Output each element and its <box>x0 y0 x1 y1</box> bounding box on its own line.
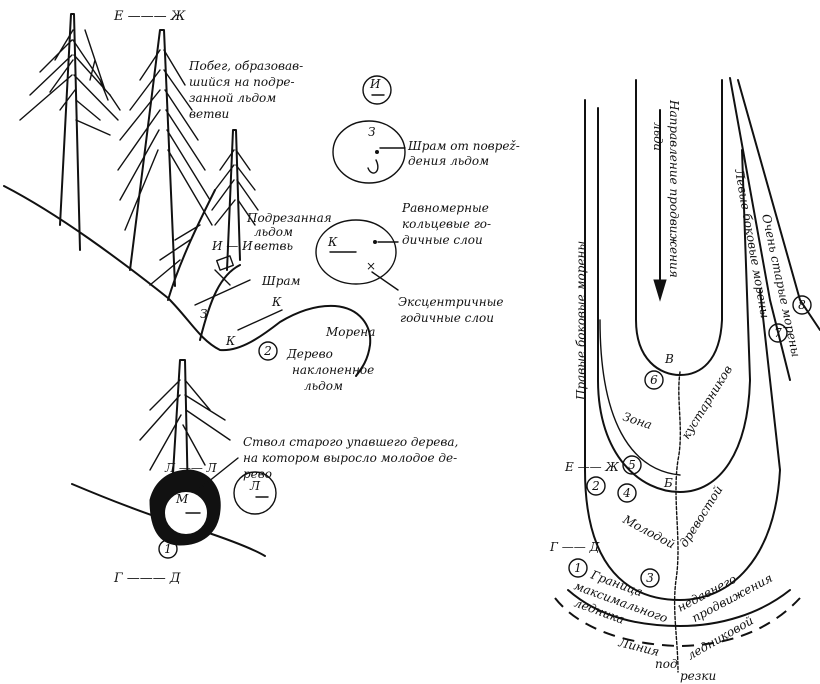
even-rings-label: Равномерные кольцевые го- дичные слои <box>401 201 495 247</box>
eccentric-label: Эксцентричные годичные слои <box>398 295 507 325</box>
young-forest-label: Молодой <box>620 512 678 552</box>
num-r3: 3 <box>646 571 654 585</box>
shrub-zone-label: Зона <box>621 410 654 433</box>
section-ej-top: Е ——— Ж <box>113 9 186 24</box>
trunk-label: Ствол старого упавшего дерева, на которо… <box>243 435 462 481</box>
tall-tree-left <box>20 14 120 250</box>
num-r7: 7 <box>774 326 782 340</box>
num-r8: 8 <box>798 298 806 312</box>
ii-marker: И — И <box>211 239 253 253</box>
moraine-arc-middle <box>585 100 780 600</box>
scar-ice-label: Шрам от поврež- дения льдом <box>407 139 524 168</box>
num-r2: 2 <box>591 479 600 493</box>
cut-branch-label: Подрезанная льдом ветвь <box>246 211 336 253</box>
num-1: 1 <box>164 542 172 556</box>
num-r1: 1 <box>574 561 582 575</box>
ej-marker-right: Е —— Ж <box>564 460 619 474</box>
scar-label: Шрам <box>261 274 301 288</box>
moraine-label: Морена <box>325 325 375 339</box>
cut-line-label: Линия <box>616 635 661 659</box>
num-2: 2 <box>263 344 272 358</box>
cut-line-label-4: резки <box>680 669 716 683</box>
trail-chain <box>675 372 681 672</box>
section-i-letter: И <box>369 77 381 91</box>
slope-scene: Е ——— Ж Побег, образовав- шийся на подре… <box>4 9 378 393</box>
section-k-letter: К <box>327 235 338 249</box>
b-letter: Б <box>663 476 673 490</box>
v-letter: В <box>664 352 674 366</box>
k-letter-top: К <box>271 295 282 309</box>
section-z-letter: З <box>368 125 375 139</box>
num-r5: 5 <box>628 458 636 472</box>
flow-arrow-head <box>654 280 666 300</box>
z-letter: З <box>200 307 207 321</box>
tilted-tree-label: Дерево наклоненное льдом <box>286 347 378 393</box>
glacier-map: Направление продвижения льда Правые боко… <box>549 78 820 683</box>
cut-line-label-3: под <box>655 657 678 671</box>
cross-sections: И З Шрам от поврež- дения льдом К × Равн… <box>316 76 524 325</box>
k-letter-bottom: К <box>225 334 236 348</box>
eccentric-x: × <box>366 259 376 273</box>
section-l-letter: Л <box>249 479 261 493</box>
flow-label: Направление продвижения льда <box>651 99 681 282</box>
fallen-log-scene: Л —— Л М Ствол старого упавшего дерева, … <box>72 360 462 586</box>
gd-marker-right: Г —— Д <box>549 540 600 554</box>
young-forest-label-2: древостой <box>677 483 726 549</box>
section-gd-bottom: Г ——— Д <box>113 571 181 586</box>
shoot-label: Побег, образовав- шийся на подре- занной… <box>188 59 307 121</box>
m-letter: М <box>175 492 189 506</box>
num-r6: 6 <box>650 373 658 387</box>
recent-advance-label-2: недавнего продвижения <box>675 557 775 629</box>
num-r4: 4 <box>622 486 631 500</box>
right-moraines-label: Правые боковые морены <box>574 241 588 401</box>
